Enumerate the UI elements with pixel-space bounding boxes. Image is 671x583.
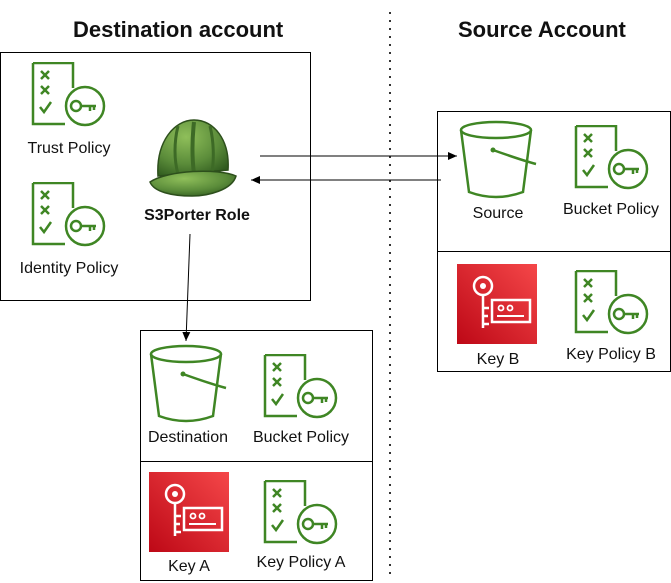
identity-policy-label: Identity Policy — [19, 260, 119, 277]
key-a-icon — [149, 472, 229, 552]
destination-bucket-icon — [149, 344, 228, 423]
key-a-label: Key A — [168, 558, 210, 575]
destination-account-heading: Destination account — [73, 17, 284, 42]
source-account-heading: Source Account — [458, 17, 626, 42]
key-b-label: Key B — [476, 351, 520, 368]
key-policy-b-icon — [574, 270, 649, 335]
source-bucket-policy-label: Bucket Policy — [562, 201, 660, 218]
key-b-icon — [457, 264, 537, 344]
key-policy-a-label: Key Policy A — [256, 554, 346, 571]
destination-bucket-policy-label: Bucket Policy — [252, 429, 350, 446]
destination-box-divider — [140, 461, 373, 462]
trust-policy-icon — [31, 62, 106, 127]
helmet-role-icon — [149, 119, 237, 197]
source-bucket-icon — [459, 120, 538, 199]
identity-policy-icon — [31, 182, 106, 247]
source-bucket-policy-icon — [574, 125, 649, 190]
trust-policy-label: Trust Policy — [27, 140, 111, 157]
key-policy-a-icon — [263, 480, 338, 545]
key-policy-b-label: Key Policy B — [566, 346, 656, 363]
source-box-divider — [437, 251, 671, 252]
destination-bucket-label: Destination — [147, 429, 229, 446]
s3porter-role-label: S3Porter Role — [144, 207, 250, 224]
destination-bucket-policy-icon — [263, 354, 338, 419]
source-bucket-label: Source — [472, 205, 524, 222]
